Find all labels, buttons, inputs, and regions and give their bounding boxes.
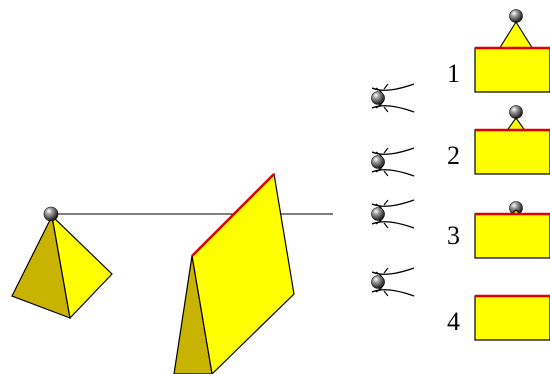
pyramid: [11, 206, 113, 320]
view-panel-4: [474, 294, 550, 341]
eye-icon: [371, 267, 415, 297]
wall-view-box: [474, 295, 550, 341]
pyramid-right-face: [51, 214, 113, 320]
view-panel-2: [474, 105, 550, 175]
view-panel-1: [474, 9, 550, 93]
sphere-icon: [43, 206, 59, 222]
visible-pyramid-tip: [498, 20, 534, 49]
eye-icon: [371, 83, 415, 113]
sphere-icon: [509, 9, 523, 23]
sphere-icon: [509, 105, 523, 119]
view-label-2: 2: [447, 141, 460, 170]
visible-pyramid-tip: [506, 117, 526, 131]
wall-view-box: [474, 129, 550, 175]
wedge-side-face: [173, 255, 213, 374]
view-label-3: 3: [447, 221, 460, 250]
eye-icon: [371, 147, 415, 177]
view-panel-3: [474, 201, 550, 259]
wall-view-box: [474, 47, 550, 93]
view-label-4: 4: [447, 307, 460, 336]
view-label-1: 1: [447, 59, 460, 88]
wall-view-box: [474, 213, 550, 259]
eye-icon: [371, 199, 415, 229]
wedge-top-edge: [191, 173, 275, 257]
wedge-wall: [173, 172, 295, 374]
